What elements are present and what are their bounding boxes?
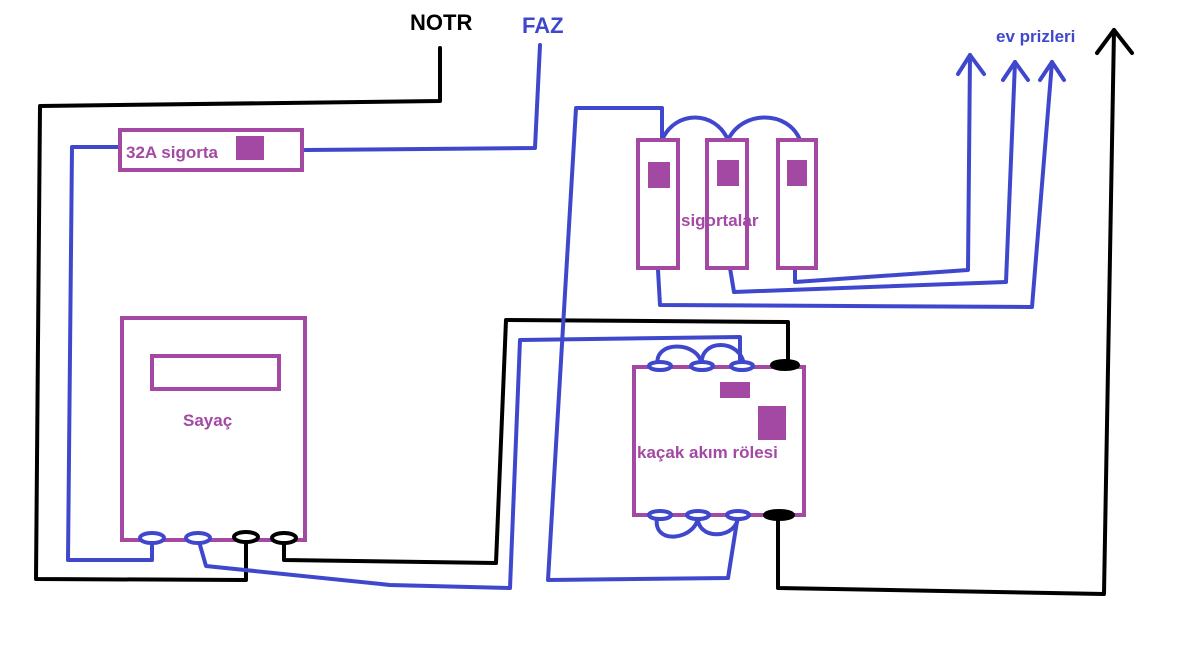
fuse-2-switch [717, 160, 739, 186]
distribution-fuses: sigortalar [636, 138, 818, 270]
rcd-terminal-bottom-neutral [763, 509, 795, 521]
rcd-terminal-top-1 [647, 360, 673, 372]
rcd-to-fuses-phase-wire [546, 106, 740, 582]
fuse-1-switch [648, 162, 670, 188]
fuse3-to-outlet-wire [793, 53, 972, 284]
kacak-akim-rolesi-label: kaçak akım rölesi [637, 443, 778, 462]
rcd-switch [758, 406, 786, 440]
rcd-terminals [647, 359, 800, 521]
fuse1-to-outlet-wire [656, 60, 1054, 309]
rcd-terminal-bottom-3 [725, 509, 751, 521]
sayac-to-rcd-phase-wire [196, 335, 742, 590]
sayac-label: Sayaç [183, 411, 232, 430]
electric-meter: Sayaç [120, 316, 307, 542]
main-fuse-32a: 32A sigorta [118, 128, 304, 172]
outlet-arrow-1 [956, 53, 986, 76]
rcd-bottom-loop-2 [695, 512, 741, 537]
main-fuse-to-sayac-wire [66, 145, 154, 562]
meter-terminals [138, 530, 298, 545]
faz-to-main-fuse-wire [303, 43, 542, 152]
fuse-bridge-wire-2 [726, 115, 802, 142]
rcd-terminal-bottom-2 [685, 509, 711, 521]
faz-label: FAZ [522, 13, 564, 38]
outlet-arrow-3 [1038, 60, 1066, 82]
neutral-return-arrow [1095, 28, 1134, 55]
outlet-arrow-2 [1001, 60, 1030, 82]
meter-terminal-phase-in [138, 531, 166, 545]
rcd-test-button [720, 382, 750, 398]
fuse-2 [705, 138, 749, 270]
ev-prizleri-label: ev prizleri [996, 27, 1075, 46]
notr-main-wire [34, 46, 442, 582]
rcd-terminal-bottom-1 [647, 509, 673, 521]
fuse-bridge-wire-1 [660, 115, 730, 142]
meter-terminal-phase-out [184, 531, 212, 545]
rcd-terminal-top-neutral [770, 359, 800, 371]
fuse-3-switch [787, 160, 807, 186]
main-fuse-label: 32A sigorta [126, 143, 219, 162]
rcd-to-return-neutral-wire [776, 28, 1116, 596]
fuse-1 [636, 138, 680, 270]
fuse2-to-outlet-wire [728, 60, 1017, 294]
meter-terminal-neutral-out [270, 531, 298, 545]
sigortalar-label: sigortalar [681, 211, 759, 230]
residual-current-device: kaçak akım rölesi [632, 365, 806, 517]
main-fuse-switch [236, 136, 264, 160]
sayac-to-rcd-neutral-wire [282, 318, 790, 565]
rcd-terminal-top-2 [689, 360, 715, 372]
rcd-top-loop-2 [699, 343, 746, 368]
rcd-top-loop-1 [655, 344, 704, 368]
notr-label: NOTR [410, 10, 472, 35]
meter-terminal-neutral-in [232, 530, 260, 544]
fuse-3 [776, 138, 818, 270]
rcd-terminal-top-3 [729, 360, 755, 372]
meter-display [150, 354, 281, 391]
